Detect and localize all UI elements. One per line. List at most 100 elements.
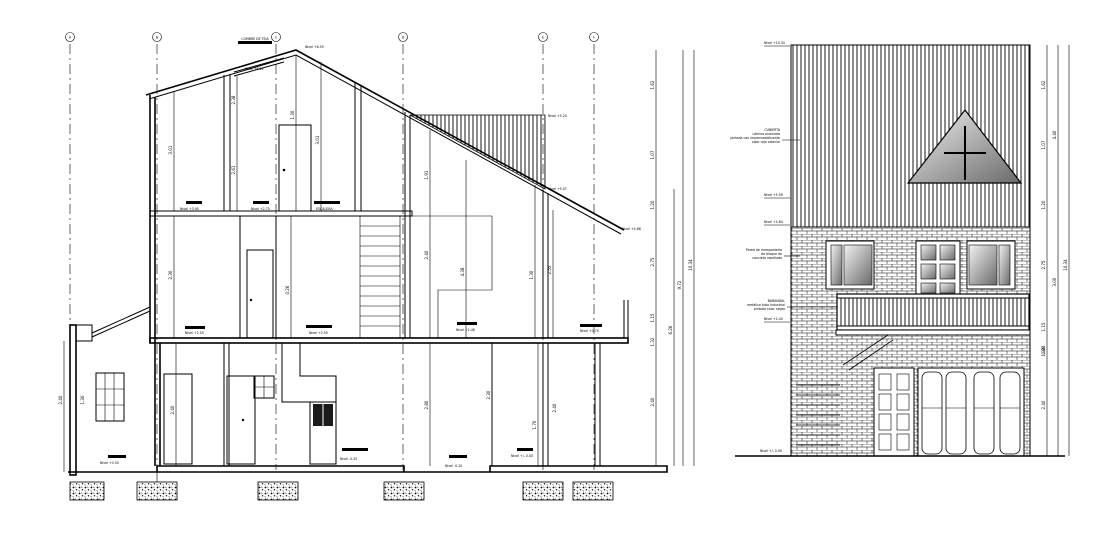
svg-text:1.20: 1.20 xyxy=(1041,200,1046,209)
upper-door xyxy=(278,124,312,212)
svg-text:3.01: 3.01 xyxy=(168,145,173,154)
svg-text:Nivel +2.55: Nivel +2.55 xyxy=(185,331,204,335)
elevation-annotations: CUBIERTA Lámina ondulada pintada con imp… xyxy=(730,128,838,311)
svg-text:Nivel +2.55: Nivel +2.55 xyxy=(309,331,328,335)
svg-text:0.26: 0.26 xyxy=(285,285,290,294)
svg-text:0.88: 0.88 xyxy=(1041,345,1046,354)
section-roof-hatch xyxy=(409,114,546,190)
section-roof-line xyxy=(145,49,625,231)
svg-text:1.07: 1.07 xyxy=(650,150,655,159)
upper-floor-slab xyxy=(149,210,413,217)
svg-text:pintada con impermeabilizante: pintada con impermeabilizante xyxy=(730,136,780,140)
svg-text:Lámina ondulada: Lámina ondulada xyxy=(752,132,780,136)
svg-text:Nivel +0.50: Nivel +0.50 xyxy=(100,461,119,465)
axis-bubble-b: B xyxy=(152,32,162,42)
svg-text:2.75: 2.75 xyxy=(1041,260,1046,269)
svg-text:Nivel +4.84: Nivel +4.84 xyxy=(764,220,783,224)
elevation-front-door xyxy=(873,367,915,457)
stair xyxy=(359,215,401,339)
svg-text:Nivel +8.55: Nivel +8.55 xyxy=(305,45,324,49)
svg-text:Nivel +/- 0.00: Nivel +/- 0.00 xyxy=(511,454,533,458)
svg-text:Nivel +2.75: Nivel +2.75 xyxy=(251,207,270,211)
svg-text:1.15: 1.15 xyxy=(1041,322,1046,331)
svg-text:2.38: 2.38 xyxy=(231,95,236,104)
svg-text:2.40: 2.40 xyxy=(170,405,175,414)
svg-text:1.32: 1.32 xyxy=(1041,347,1046,356)
footings xyxy=(69,472,614,501)
svg-text:3.00: 3.00 xyxy=(1052,277,1057,286)
svg-text:Nivel +4.68: Nivel +4.68 xyxy=(622,227,641,231)
svg-text:de bloque de: de bloque de xyxy=(761,252,782,256)
svg-text:2.55: 2.55 xyxy=(547,265,552,274)
front-elevation xyxy=(735,44,1065,457)
svg-text:concreto repellado: concreto repellado xyxy=(752,256,782,260)
svg-text:10.34: 10.34 xyxy=(1063,259,1068,271)
svg-text:3.01: 3.01 xyxy=(315,135,320,144)
svg-text:F: F xyxy=(593,36,595,40)
middle-door xyxy=(246,249,274,339)
svg-text:2.75: 2.75 xyxy=(650,257,655,266)
svg-text:1.62: 1.62 xyxy=(650,80,655,89)
svg-text:Nivel +/- 0.00: Nivel +/- 0.00 xyxy=(760,449,782,453)
svg-text:ESCALERA: ESCALERA xyxy=(316,207,333,211)
axis-bubble-e: E xyxy=(538,32,548,42)
svg-text:1.07: 1.07 xyxy=(1041,140,1046,149)
svg-text:1.30: 1.30 xyxy=(529,270,534,279)
svg-text:Nivel +6.22: Nivel +6.22 xyxy=(245,67,264,71)
ground-door-left xyxy=(163,373,193,465)
svg-text:1.15: 1.15 xyxy=(650,313,655,322)
svg-text:2.30: 2.30 xyxy=(168,270,173,279)
svg-text:2.80: 2.80 xyxy=(424,400,429,409)
svg-text:CUBIERTA: CUBIERTA xyxy=(764,128,780,132)
svg-text:B: B xyxy=(156,36,158,40)
main-floor-slab xyxy=(149,337,629,344)
svg-text:9.72: 9.72 xyxy=(677,280,682,289)
svg-text:4.40: 4.40 xyxy=(1052,130,1057,139)
svg-text:Nivel +2.48: Nivel +2.48 xyxy=(456,328,475,332)
section-dims-right: 1.62 1.07 1.20 2.75 1.15 1.32 2.40 6.26 … xyxy=(650,50,695,466)
svg-text:Nivel +5.09: Nivel +5.09 xyxy=(764,193,783,197)
svg-text:1.70: 1.70 xyxy=(532,420,537,429)
svg-text:Nivel +3.95: Nivel +3.95 xyxy=(180,207,199,211)
balcony-railing xyxy=(836,293,1030,331)
svg-text:Nivel +5.24: Nivel +5.24 xyxy=(548,114,567,118)
svg-text:pintado color negro: pintado color negro xyxy=(754,307,785,311)
svg-text:1.30: 1.30 xyxy=(80,395,85,404)
svg-text:Nivel +0.70: Nivel +0.70 xyxy=(580,329,599,333)
axis-bubble-a: A xyxy=(65,32,75,42)
svg-text:1.91: 1.91 xyxy=(424,170,429,179)
svg-text:BARANDAL: BARANDAL xyxy=(768,299,786,303)
svg-text:6.26: 6.26 xyxy=(668,325,673,334)
elevation-dims: 1.62 1.07 1.20 2.75 1.15 1.32 2.40 4.40 … xyxy=(1041,45,1070,456)
section-dims-left: 2.40 1.30 xyxy=(58,341,85,472)
svg-text:10.34: 10.34 xyxy=(688,259,693,271)
svg-text:2.61: 2.61 xyxy=(231,165,236,174)
top-note: CUMBRE DE TEJA xyxy=(241,37,269,41)
svg-text:Nivel -0.20: Nivel -0.20 xyxy=(340,457,357,461)
section-dims-inner: 3.01 2.38 2.61 1.30 3.01 2.30 0.26 1.91 … xyxy=(168,55,557,466)
elevation-level-labels: Nivel +10.34 Nivel +5.09 Nivel +4.84 Niv… xyxy=(760,41,790,453)
svg-text:Pared de mampostería: Pared de mampostería xyxy=(746,248,782,252)
svg-text:2.40: 2.40 xyxy=(1041,400,1046,409)
svg-text:1.32: 1.32 xyxy=(650,337,655,346)
svg-text:C: C xyxy=(275,36,278,40)
annex-window xyxy=(95,372,125,422)
svg-text:A: A xyxy=(69,36,72,40)
building-section xyxy=(68,49,668,501)
svg-text:Nivel -0.20: Nivel -0.20 xyxy=(445,464,462,468)
svg-text:1.30: 1.30 xyxy=(290,110,295,119)
svg-text:color rojo colonial: color rojo colonial xyxy=(752,140,780,144)
svg-text:1.20: 1.20 xyxy=(650,200,655,209)
elevation-glass-doors xyxy=(917,367,1025,457)
axis-bubble-c: C xyxy=(271,32,281,42)
svg-text:E: E xyxy=(542,36,544,40)
ground-door-center xyxy=(226,375,256,465)
svg-text:2.40: 2.40 xyxy=(424,250,429,259)
axis-bubble-f: F xyxy=(589,32,599,42)
svg-text:2.40: 2.40 xyxy=(552,403,557,412)
svg-text:2.40: 2.40 xyxy=(650,397,655,406)
elevation-stair-steps xyxy=(796,384,840,446)
svg-text:D: D xyxy=(402,36,405,40)
svg-text:Nivel +10.34: Nivel +10.34 xyxy=(764,41,785,45)
section-level-labels: CUMBRE DE TEJA Nivel +8.55 Nivel +6.22 N… xyxy=(100,37,641,468)
